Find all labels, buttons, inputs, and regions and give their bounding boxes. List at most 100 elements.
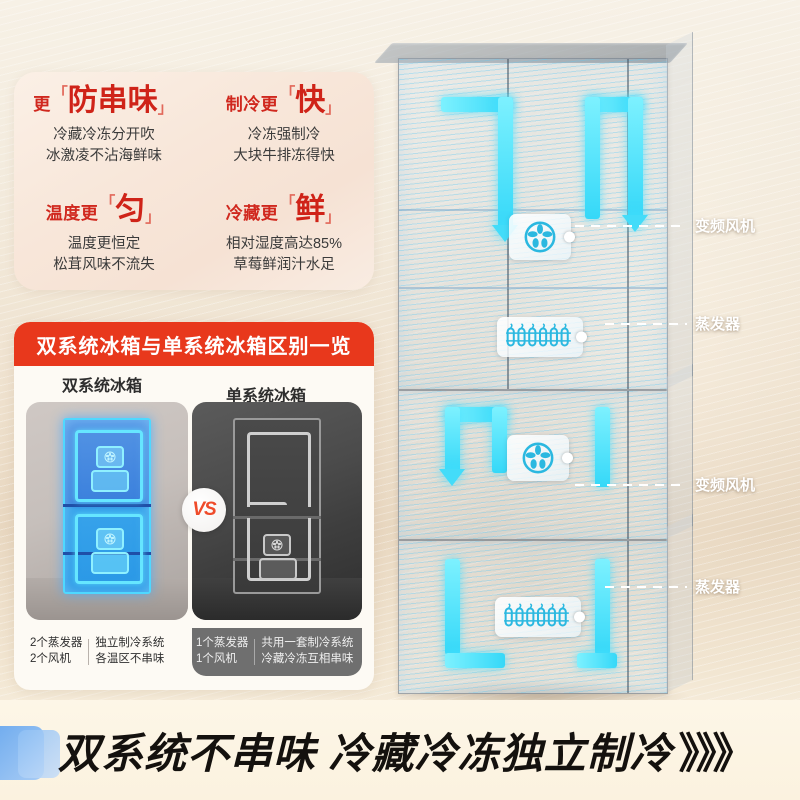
dual-spec-count: 2个蒸发器 2个风机: [26, 636, 82, 667]
feature-grid: 更 「 防串味 」 冷藏冷冻分开吹 冰激凌不沾海鲜味 制冷更 「 快 」: [14, 72, 374, 290]
fridge-middle-compartment: [398, 363, 693, 540]
banner-decoration-block-secondary: [18, 730, 60, 778]
shelf-line: [399, 209, 667, 211]
evaporator-block: [259, 558, 297, 580]
airflow-arrowhead: [622, 215, 648, 232]
single-spec-count-line1: 1个蒸发器: [196, 637, 249, 650]
callout-leader-line: [605, 322, 687, 325]
callout-label: 变频风机: [695, 218, 756, 235]
callout-evaporator-lower: 蒸发器: [605, 576, 740, 597]
fridge-lower-compartment: [398, 513, 693, 694]
airflow-arrowhead: [439, 469, 465, 486]
quote-open-bracket: 「: [100, 193, 116, 211]
evaporator-coil-icon: [495, 597, 585, 637]
evaporator-coil-icon: [497, 317, 587, 357]
airflow-segment: [628, 97, 643, 219]
quote-open-bracket: 「: [280, 193, 296, 211]
column-title-dual-system: 双系统冰箱: [62, 378, 143, 395]
callout-evaporator-upper: 蒸发器: [605, 313, 740, 334]
dual-system-diagram-panel: [26, 402, 188, 620]
feature-description-line2: 松茸风味不流失: [53, 257, 155, 273]
feature-description-line1: 冷冻强制冷: [247, 126, 321, 143]
quote-open-bracket: 「: [52, 84, 68, 102]
callout-leader-line: [575, 224, 687, 227]
evaporator-block-lower: [91, 552, 129, 574]
dual-spec-benefit-line2: 各温区不串味: [95, 653, 165, 665]
feature-prefix: 制冷更: [225, 94, 279, 114]
mini-fridge-single: [233, 418, 321, 594]
airflow-segment: [498, 97, 513, 229]
feature-headline: 更 「 防串味 」: [33, 84, 175, 117]
feature-headline: 冷藏更 「 鲜 」: [226, 192, 343, 226]
single-system-specs: 1个蒸发器 1个风机 共用一套制冷系统 冷藏冷冻互相串味: [192, 628, 362, 676]
mini-fridge-dual: [63, 418, 151, 594]
airflow-segment: [585, 97, 600, 219]
fridge-side-wall: [666, 513, 693, 693]
feature-description-line1: 温度更恒定: [67, 235, 141, 252]
comparison-card: 双系统冰箱与单系统冰箱区别一览 双系统冰箱 单系统冰箱: [14, 322, 374, 690]
feature-keyword: 匀: [115, 192, 146, 226]
fridge-upper-compartment: [373, 31, 693, 390]
quote-close-bracket: 」: [325, 208, 341, 226]
single-spec-drawback-line1: 共用一套制冷系统: [261, 637, 354, 650]
quote-close-bracket: 」: [325, 99, 341, 117]
airflow-segment: [441, 97, 513, 112]
spec-divider: [254, 639, 256, 665]
airflow-arrow-right: [595, 407, 635, 503]
fridge-side-wall: [666, 31, 693, 390]
quote-close-bracket: 」: [157, 99, 173, 117]
airflow-arrow-right: [577, 559, 639, 669]
feature-item-freshness: 冷藏更 「 鲜 」 相对湿度高达85% 草莓鲜润汁水足: [194, 181, 374, 290]
compartment-divider: [63, 504, 151, 507]
feature-description: 温度更恒定 松茸风味不流失: [53, 234, 155, 276]
callout-leader-line: [575, 483, 687, 486]
airflow-segment: [595, 559, 610, 655]
airflow-segment: [445, 407, 507, 422]
feature-keyword: 鲜: [295, 192, 326, 226]
comparison-body: 双系统冰箱 单系统冰箱: [14, 366, 374, 690]
bottom-banner: 双系统不串味 冷藏冷冻独立制冷》》》: [0, 700, 800, 800]
door-mullion: [627, 391, 629, 539]
fan-icon: [509, 214, 575, 260]
callout-label: 变频风机: [695, 477, 756, 494]
comparison-footer: 2个蒸发器 2个风机 独立制冷系统 各温区不串味 1个蒸发器 1个风机: [14, 628, 374, 680]
feature-item-fast-cooling: 制冷更 「 快 」 冷冻强制冷 大块牛排冻得快: [194, 72, 374, 181]
single-spec-count: 1个蒸发器 1个风机: [192, 636, 248, 667]
callout-label: 蒸发器: [695, 579, 741, 596]
feature-headline: 温度更 「 匀 」: [45, 192, 163, 226]
feature-description-line1: 冷藏冷冻分开吹: [53, 126, 155, 143]
refrigerator-illustration: [373, 31, 698, 714]
banner-headline-text: 双系统不串味 冷藏冷冻独立制冷: [58, 729, 673, 777]
dual-spec-benefit: 独立制冷系统 各温区不串味: [95, 636, 164, 667]
fan-icon: [263, 534, 291, 556]
callout-leader-line: [605, 585, 687, 588]
callout-fan-upper: 变频风机: [575, 215, 755, 236]
airflow-arrow-left: [445, 559, 525, 669]
comparison-column-titles: 双系统冰箱 单系统冰箱: [14, 372, 374, 405]
callout-anchor-dot: [562, 452, 573, 464]
fan-icon: [96, 446, 124, 468]
comparison-title: 双系统冰箱与单系统冰箱区别一览: [36, 335, 352, 358]
vs-badge: VS: [182, 488, 226, 532]
evaporator-block-upper: [91, 470, 129, 492]
vs-label: VS: [192, 499, 216, 520]
feature-headline: 制冷更 「 快 」: [225, 85, 343, 117]
feature-description: 冷冻强制冷 大块牛排冻得快: [233, 125, 335, 167]
fridge-side-wall: [666, 363, 693, 539]
feature-prefix: 温度更: [45, 203, 99, 223]
feature-description-line2: 冰激凌不沾海鲜味: [46, 148, 162, 164]
callout-label: 蒸发器: [695, 316, 741, 333]
feature-item-anti-odor: 更 「 防串味 」 冷藏冷冻分开吹 冰激凌不沾海鲜味: [14, 72, 194, 181]
callout-anchor-dot: [564, 231, 575, 243]
quote-close-bracket: 」: [145, 208, 161, 226]
fan-icon: [96, 528, 124, 550]
feature-item-even-temperature: 温度更 「 匀 」 温度更恒定 松茸风味不流失: [14, 181, 194, 290]
airflow-segment: [492, 407, 507, 473]
feature-highlight-card: 更 「 防串味 」 冷藏冷冻分开吹 冰激凌不沾海鲜味 制冷更 「 快 」: [14, 72, 374, 290]
dual-spec-benefit-line1: 独立制冷系统: [95, 637, 165, 650]
comparison-header: 双系统冰箱与单系统冰箱区别一览: [14, 322, 374, 366]
cooling-loop-upper: [75, 430, 143, 502]
shelf-line: [399, 287, 667, 289]
fan-icon: [507, 435, 573, 481]
